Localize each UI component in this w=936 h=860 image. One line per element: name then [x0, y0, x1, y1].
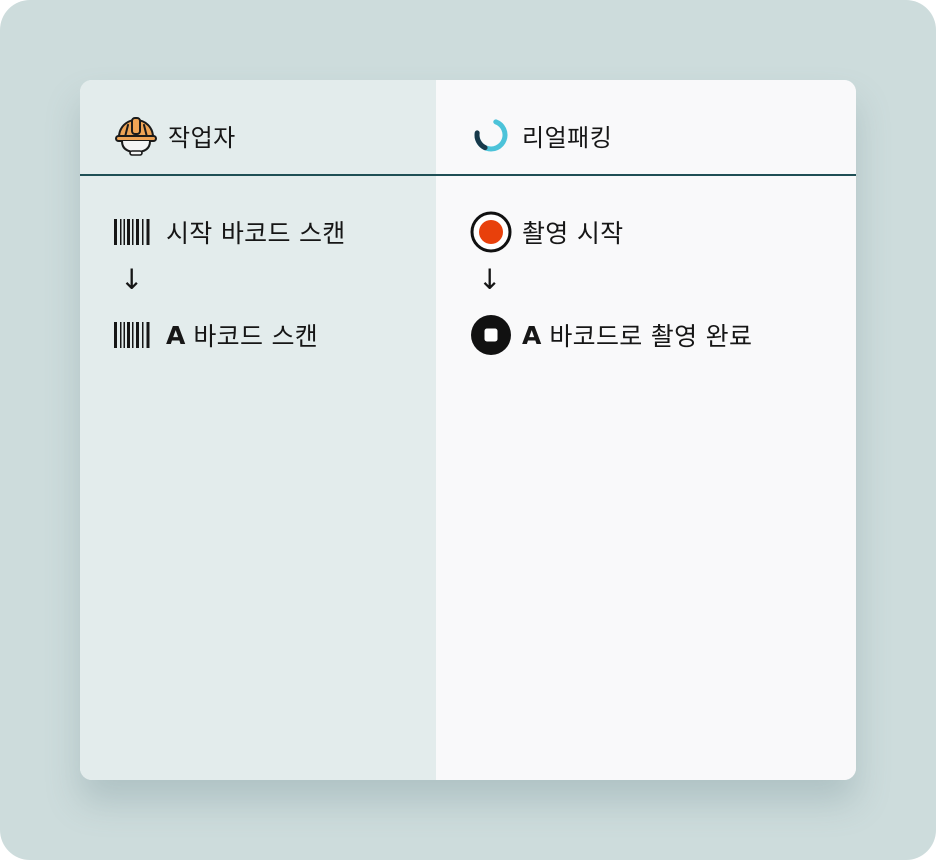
worker-header: 작업자	[114, 114, 236, 156]
worker-flow-arrow: ↓	[120, 263, 144, 296]
worker-step-a-prefix: A	[166, 320, 186, 350]
realpacking-step-record-stop-label: 바코드로 촬영 완료	[549, 322, 753, 351]
realpacking-step-record-start-label: 촬영 시작	[522, 219, 624, 248]
process-card: 작업자 리얼패킹 시작 바코드 스캔 ↓	[80, 80, 856, 780]
realpacking-step-record-start: 촬영 시작	[470, 211, 624, 253]
worker-step-start-scan: 시작 바코드 스캔	[112, 212, 346, 252]
worker-step-start-scan-label: 시작 바코드 스캔	[166, 219, 346, 248]
realpacking-title: 리얼패킹	[522, 123, 613, 152]
realpacking-flow-arrow: ↓	[478, 263, 502, 296]
realpacking-column	[436, 80, 856, 780]
realpacking-logo-icon	[474, 118, 508, 152]
realpacking-header: 리얼패킹	[472, 114, 612, 156]
worker-helmet-icon	[115, 117, 157, 156]
header-divider	[80, 174, 856, 176]
worker-title: 작업자	[168, 123, 236, 152]
realpacking-step-a-prefix: A	[522, 320, 542, 350]
stop-icon	[471, 315, 511, 355]
barcode-icon	[114, 219, 150, 245]
realpacking-step-record-stop: A 바코드로 촬영 완료	[470, 315, 752, 355]
barcode-icon	[114, 322, 150, 348]
worker-step-a-label: 바코드 스캔	[193, 322, 319, 351]
worker-column	[80, 80, 436, 780]
worker-step-a-scan: A 바코드 스캔	[112, 315, 318, 355]
record-icon	[470, 211, 512, 253]
